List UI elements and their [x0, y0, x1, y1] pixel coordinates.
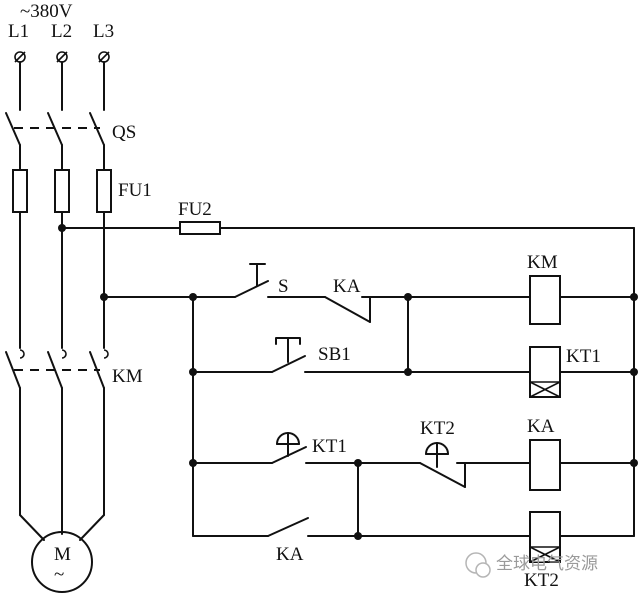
motor: [31, 531, 93, 593]
sb1-push-button: [275, 337, 301, 363]
supply-terminals: [14, 51, 110, 63]
ka-coil-label: KA: [527, 416, 555, 437]
junction-dots: [189, 293, 638, 540]
power-circuit-wiring: [5, 61, 105, 541]
sb1-label: SB1: [318, 344, 351, 365]
kt2-coil: [529, 511, 561, 563]
kt2-timed-contact: [425, 442, 449, 468]
kt1-coil-label: KT1: [566, 346, 601, 367]
control-circuit-wiring: [192, 227, 635, 537]
watermark: [465, 552, 491, 578]
fu1-label: FU1: [118, 180, 152, 201]
qs-label: QS: [112, 122, 136, 143]
supply-voltage-label: ~380V: [20, 1, 73, 22]
motor-ac-symbol: ~: [54, 564, 64, 585]
kt1-contact-label: KT1: [312, 436, 347, 457]
phase-label-l1: L1: [8, 21, 29, 42]
ka-no-contact-label: KA: [276, 544, 304, 565]
kt2-coil-label: KT2: [524, 570, 559, 591]
ka-coil: [529, 439, 561, 491]
watermark-text: 全球电气资源: [496, 554, 598, 574]
km-main-label: KM: [112, 366, 143, 387]
kt2-contact-label: KT2: [420, 418, 455, 439]
phase-label-l2: L2: [51, 21, 72, 42]
kt1-timed-contact: [276, 432, 300, 457]
km-main-contacts: [14, 349, 109, 371]
s-switch-actuator: [249, 263, 266, 287]
km-coil: [529, 275, 561, 325]
s-switch-label: S: [278, 276, 289, 297]
ka-nc-contact-label: KA: [333, 276, 361, 297]
fu2-fuse: [179, 221, 221, 235]
fu2-label: FU2: [178, 199, 212, 220]
phase-label-l3: L3: [93, 21, 114, 42]
kt1-coil: [529, 346, 561, 398]
control-supply-taps: [58, 224, 635, 301]
fu1-fuses: [12, 169, 112, 213]
motor-symbol: M: [54, 544, 71, 565]
km-coil-label: KM: [527, 252, 558, 273]
